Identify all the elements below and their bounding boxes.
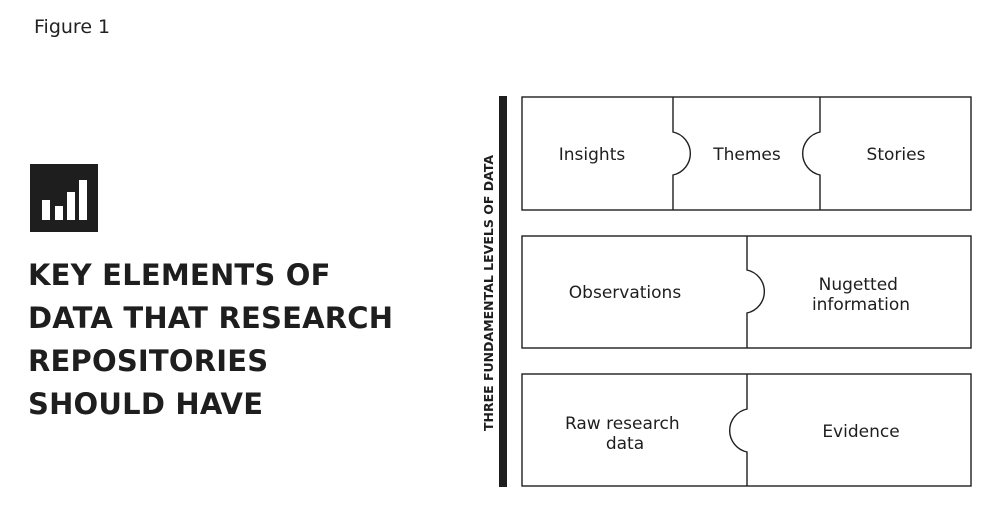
piece-nugetted-information-line-1: Nugetted [819,275,898,295]
headline-line-2: DATA THAT RESEARCH [28,301,394,335]
piece-raw-research-data-line-2: data [606,434,644,454]
icon-bar-3 [67,192,75,220]
piece-observations: Observations [569,283,682,303]
piece-nugetted-information-line-2: information [812,295,910,315]
piece-raw-research-data-line-1: Raw research [565,414,680,434]
level-1-connector-2 [801,97,821,210]
bar-chart-icon [30,164,98,232]
axis-bar [499,96,507,487]
icon-bar-1 [42,200,50,220]
piece-nugetted-information: Nugetted information [812,275,910,315]
icon-bar-2 [55,206,63,220]
headline-line-4: SHOULD HAVE [28,387,264,421]
figure-label: Figure 1 [34,16,111,38]
icon-bar-4 [79,180,87,220]
axis-label: THREE FUNDAMENTAL LEVELS OF DATA [480,100,497,486]
headline-line-1: KEY ELEMENTS OF [28,258,331,292]
piece-raw-research-data: Raw research data [565,414,685,454]
level-1-box [521,96,972,211]
piece-evidence: Evidence [822,422,899,442]
piece-insights: Insights [559,145,626,165]
headline: KEY ELEMENTS OF DATA THAT RESEARCH REPOS… [28,254,468,426]
piece-themes: Themes [712,145,781,165]
axis-label-text: THREE FUNDAMENTAL LEVELS OF DATA [481,155,496,431]
level-1-connector-1 [672,97,692,210]
headline-line-3: REPOSITORIES [28,344,269,378]
level-2-connector [746,236,766,348]
level-3-connector [728,374,748,486]
piece-stories: Stories [867,145,926,165]
